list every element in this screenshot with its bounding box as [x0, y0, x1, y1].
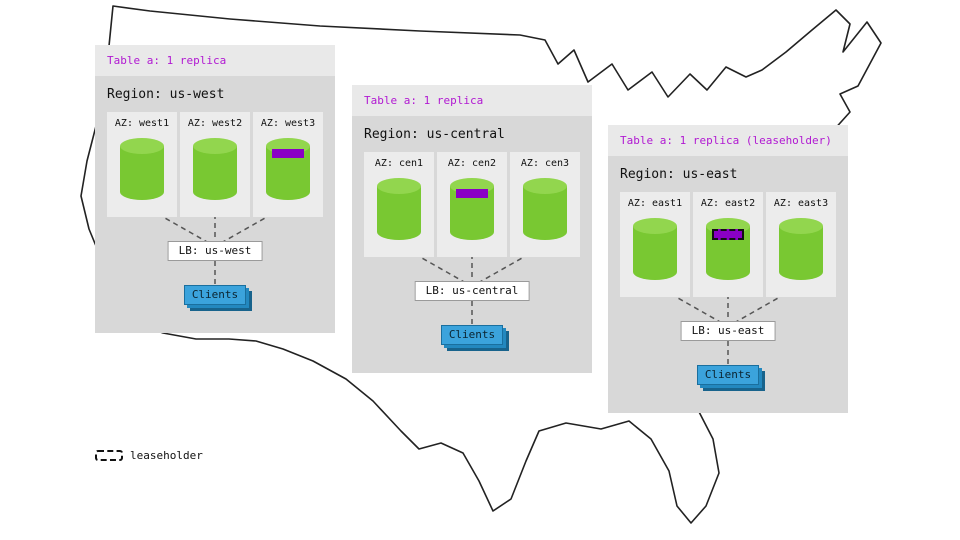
database-cylinder	[265, 137, 311, 201]
table-replica-header: Table a: 1 replica	[352, 85, 592, 116]
az-box-cen1: AZ: cen1	[364, 152, 434, 257]
az-label: AZ: cen2	[447, 158, 497, 169]
database-cylinder	[376, 177, 422, 241]
table-replica-header: Table a: 1 replica (leaseholder)	[608, 125, 848, 156]
az-row: AZ: east1 AZ: east2 AZ: east3	[620, 192, 836, 297]
clients-box: Clients	[184, 285, 246, 305]
database-cylinder-icon	[633, 218, 677, 280]
load-balancer: LB: us-east	[680, 321, 776, 341]
az-label: AZ: west1	[114, 118, 170, 129]
az-box-west2: AZ: west2	[180, 112, 250, 217]
region-panel-us-central: Table a: 1 replica Region: us-central AZ…	[352, 85, 592, 373]
region-title: Region: us-east	[620, 167, 738, 182]
az-label: AZ: east2	[700, 198, 756, 209]
database-cylinder-icon	[266, 138, 310, 200]
az-box-west1: AZ: west1	[107, 112, 177, 217]
az-label: AZ: cen1	[374, 158, 424, 169]
leaseholder-swatch-icon	[95, 450, 123, 461]
database-cylinder-icon	[523, 178, 567, 240]
legend: leaseholder	[95, 449, 203, 462]
database-cylinder-icon	[779, 218, 823, 280]
database-cylinder-icon	[193, 138, 237, 200]
table-replica-header: Table a: 1 replica	[95, 45, 335, 76]
legend-label: leaseholder	[130, 449, 203, 462]
leaseholder-marker	[712, 229, 744, 240]
az-box-west3: AZ: west3	[253, 112, 323, 217]
az-label: AZ: west3	[260, 118, 316, 129]
clients-box: Clients	[697, 365, 759, 385]
az-label: AZ: west2	[187, 118, 243, 129]
region-title: Region: us-west	[107, 87, 225, 102]
database-cylinder	[705, 217, 751, 281]
az-box-east3: AZ: east3	[766, 192, 836, 297]
database-cylinder	[449, 177, 495, 241]
az-box-east1: AZ: east1	[620, 192, 690, 297]
database-cylinder	[632, 217, 678, 281]
database-cylinder-icon	[120, 138, 164, 200]
replica-marker	[272, 149, 304, 158]
database-cylinder-icon	[706, 218, 750, 280]
region-title: Region: us-central	[364, 127, 505, 142]
load-balancer: LB: us-west	[167, 241, 263, 261]
database-cylinder	[778, 217, 824, 281]
load-balancer: LB: us-central	[414, 281, 530, 301]
database-cylinder-icon	[377, 178, 421, 240]
region-panel-us-west: Table a: 1 replica Region: us-west AZ: w…	[95, 45, 335, 333]
database-cylinder-icon	[450, 178, 494, 240]
clients-box: Clients	[441, 325, 503, 345]
az-label: AZ: east1	[627, 198, 683, 209]
az-label: AZ: cen3	[520, 158, 570, 169]
az-row: AZ: west1 AZ: west2 AZ: west3	[107, 112, 323, 217]
database-cylinder	[119, 137, 165, 201]
az-box-cen2: AZ: cen2	[437, 152, 507, 257]
replica-marker	[456, 189, 488, 198]
region-panel-us-east: Table a: 1 replica (leaseholder) Region:…	[608, 125, 848, 413]
az-box-cen3: AZ: cen3	[510, 152, 580, 257]
az-label: AZ: east3	[773, 198, 829, 209]
az-box-east2: AZ: east2	[693, 192, 763, 297]
database-cylinder	[192, 137, 238, 201]
database-cylinder	[522, 177, 568, 241]
az-row: AZ: cen1 AZ: cen2 AZ: cen3	[364, 152, 580, 257]
